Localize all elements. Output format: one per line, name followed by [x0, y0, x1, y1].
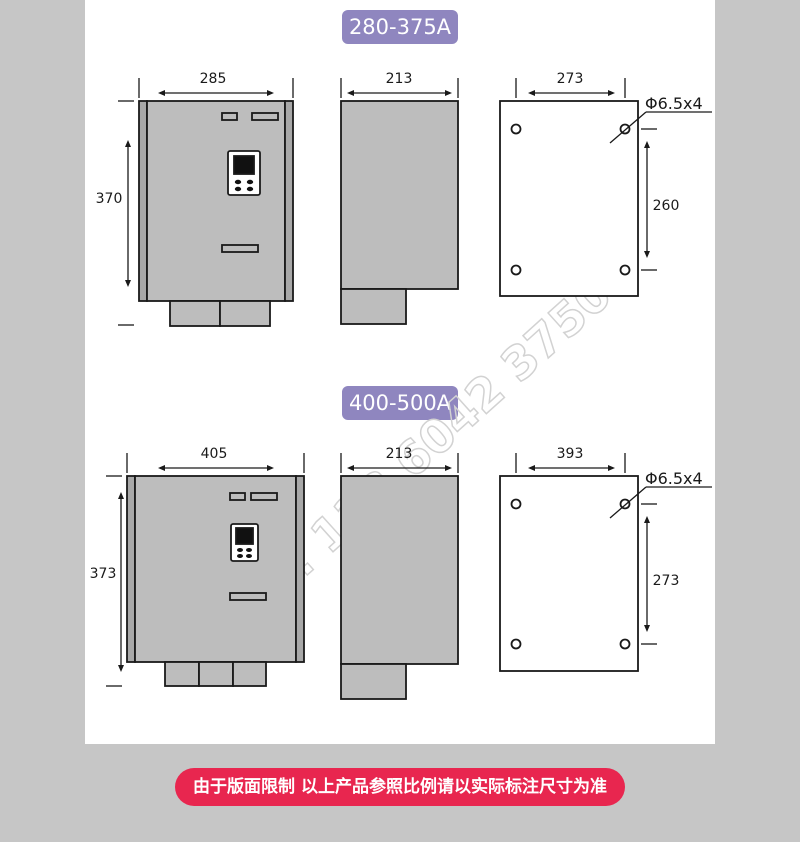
mount-view-2 [499, 475, 639, 672]
dimension-lines-side-1 [340, 78, 459, 98]
side-depth-label-2: 213 [386, 446, 413, 462]
front-width-label-1: 285 [200, 71, 227, 87]
front-height-label-1: 370 [96, 191, 123, 207]
mount-height-label-1: 260 [653, 198, 680, 214]
scale-notice-banner: 由于版面限制 以上产品参照比例请以实际标注尺寸为准 [175, 768, 625, 806]
dimension-lines-mount-2 [515, 453, 712, 645]
side-view-1 [340, 100, 459, 325]
front-view-2 [126, 475, 305, 687]
mount-height-label-2: 273 [653, 573, 680, 589]
front-view-1 [138, 100, 294, 327]
hole-spec-label-2: Φ6.5x4 [645, 469, 703, 488]
mount-width-label-2: 393 [557, 446, 584, 462]
dimension-lines-front-1 [118, 78, 294, 326]
model-badge-2: 400-500A [342, 386, 458, 420]
mount-view-1 [499, 100, 639, 297]
side-depth-label-1: 213 [386, 71, 413, 87]
mount-width-label-1: 273 [557, 71, 584, 87]
dimension-lines-side-2 [340, 453, 459, 473]
dimension-lines-mount-1 [515, 78, 712, 271]
hole-spec-label-1: Φ6.5x4 [645, 94, 703, 113]
front-width-label-2: 405 [201, 446, 228, 462]
dimension-lines-front-2 [106, 453, 305, 687]
front-height-label-2: 373 [90, 566, 117, 582]
side-view-2 [340, 475, 459, 700]
model-badge-1: 280-375A [342, 10, 458, 44]
